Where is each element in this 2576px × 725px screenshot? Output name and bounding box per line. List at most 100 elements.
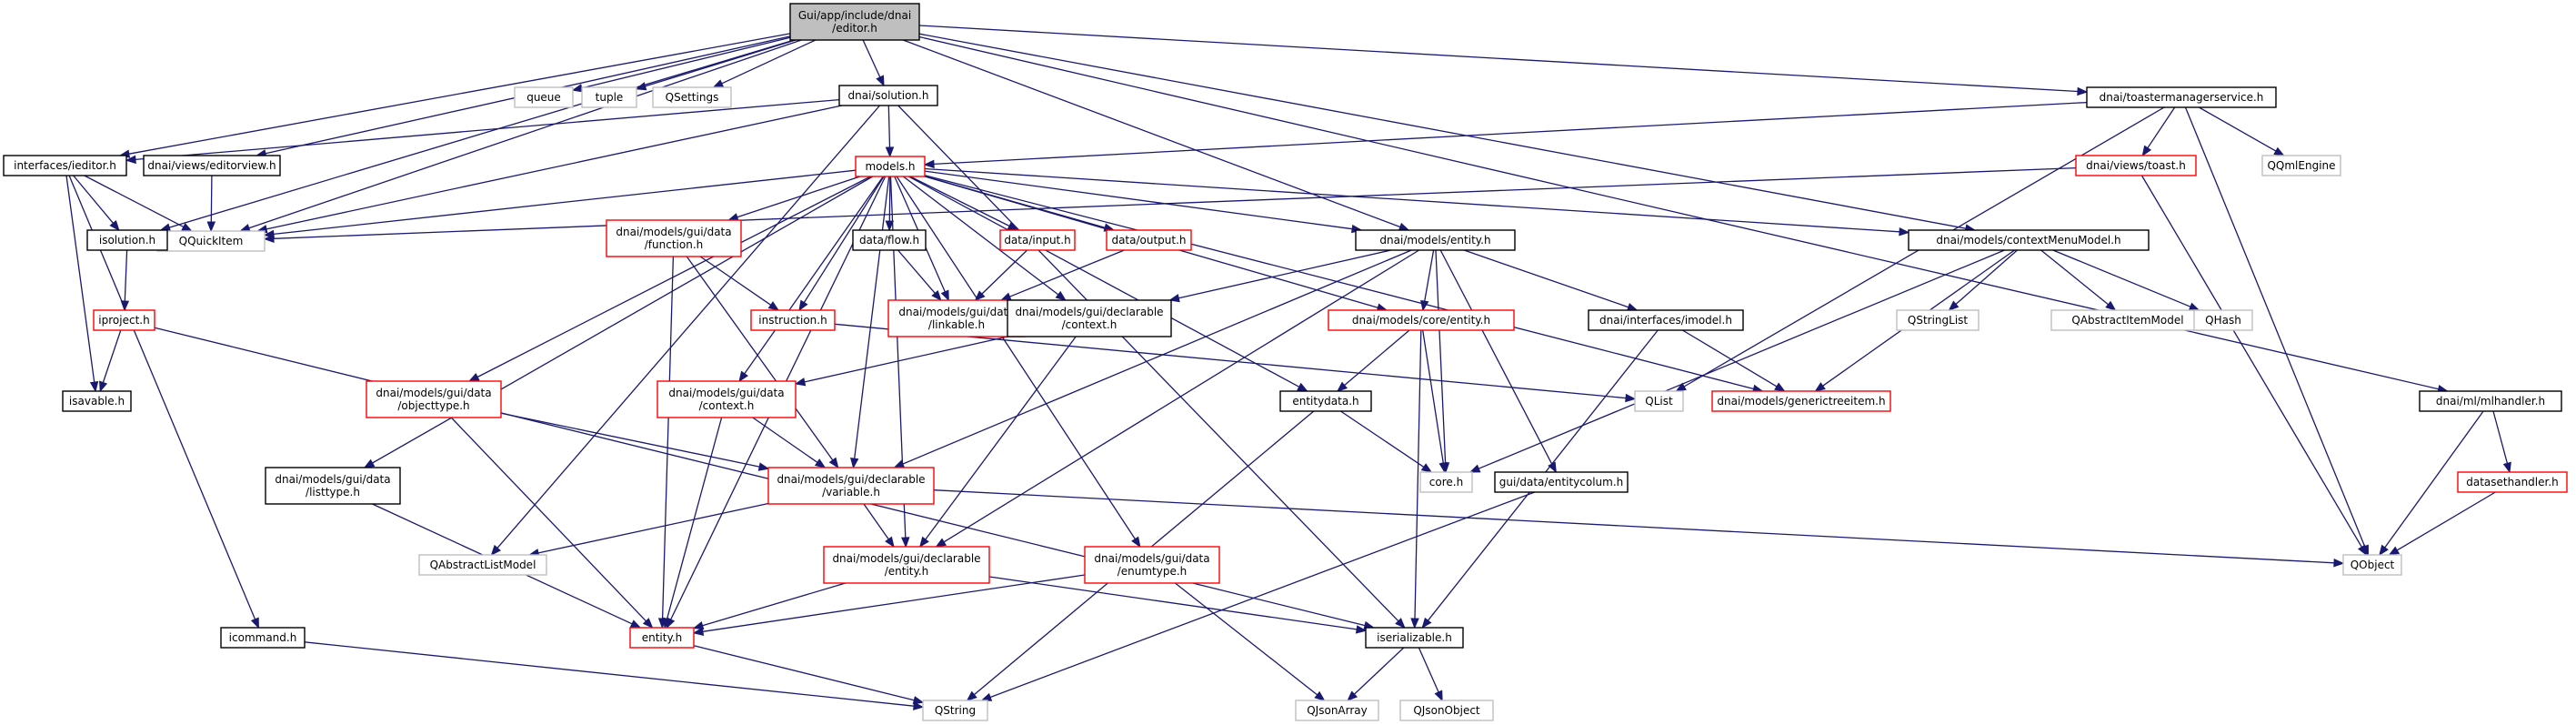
node-label: entitydata.h [1292, 395, 1358, 408]
node-datactx[interactable]: dnai/models/gui/data/context.h [657, 380, 797, 418]
edge-flow-to-linkable [897, 249, 942, 302]
edge-line [450, 417, 647, 622]
node-ctxmenu[interactable]: dnai/models/contextMenuModel.h [1908, 229, 2150, 251]
node-editor[interactable]: Gui/app/include/dnai/editor.h [789, 3, 920, 41]
node-label: data/output.h [1111, 234, 1186, 247]
edge-line [1463, 249, 1629, 308]
node-declvar[interactable]: dnai/models/gui/declarable/variable.h [767, 467, 935, 505]
edge-arrowhead [901, 537, 910, 549]
edge-enumtype-to-entityh [692, 574, 1086, 636]
node-objecttype[interactable]: dnai/models/gui/data/objecttype.h [366, 380, 502, 418]
edge-entityh-to-qstring [693, 645, 925, 705]
node-icommand[interactable]: icommand.h [220, 627, 306, 649]
node-box [2342, 554, 2402, 576]
edge-line [73, 175, 114, 224]
edge-arrowhead [89, 381, 99, 393]
edge-arrowhead [629, 619, 642, 629]
node-editorview[interactable]: dnai/views/editorview.h [143, 155, 281, 176]
edge-mlhandler-to-qobject [2379, 410, 2484, 557]
edge-arrowhead [767, 301, 780, 311]
node-instruction[interactable]: instruction.h [750, 309, 836, 331]
node-label: QList [1645, 395, 1673, 408]
edge-mentity-to-entitycolum [1439, 249, 1557, 474]
node-entitydata[interactable]: entitydata.h [1279, 390, 1372, 412]
node-listtype[interactable]: dnai/models/gui/data/listtype.h [265, 467, 401, 505]
node-enumtype[interactable]: dnai/models/gui/data/enumtype.h [1084, 546, 1220, 584]
edge-line [1439, 249, 1553, 465]
node-input[interactable]: data/input.h [999, 229, 1076, 251]
node-generic[interactable]: dnai/models/generictreeitem.h [1711, 390, 1891, 412]
node-coreentity[interactable]: dnai/models/core/entity.h [1328, 309, 1515, 331]
edge-arrowhead [206, 221, 216, 233]
node-imodel[interactable]: dnai/interfaces/imodel.h [1588, 309, 1744, 331]
edge-line [897, 105, 1399, 622]
node-declentity[interactable]: dnai/models/gui/declarable/entity.h [823, 546, 990, 584]
edge-arrowhead [1814, 382, 1826, 392]
node-output[interactable]: data/output.h [1106, 229, 1192, 251]
node-flow[interactable]: data/flow.h [852, 229, 927, 251]
edge-arrowhead [692, 621, 705, 630]
node-mlhandler[interactable]: dnai/ml/mlhandler.h [2419, 390, 2562, 412]
edge-line [908, 176, 1300, 388]
edge-line [902, 39, 1401, 228]
edge-arrowhead [1168, 294, 1180, 303]
edge-arrowhead [2358, 544, 2368, 557]
edge-arrowhead [263, 229, 275, 239]
edge-models-to-generic [924, 175, 1764, 393]
node-isavable[interactable]: isavable.h [62, 390, 132, 412]
edge-coreentity-to-entitydata [1336, 329, 1410, 392]
edge-arrowhead [181, 223, 193, 232]
edge-declentity-to-entityh [692, 582, 846, 630]
edge-line [135, 98, 840, 161]
node-solution[interactable]: dnai/solution.h [838, 85, 938, 106]
node-datasethandler[interactable]: datasethandler.h [2457, 471, 2568, 493]
node-isolution[interactable]: isolution.h [86, 229, 168, 251]
node-tuple: tuple [581, 86, 637, 108]
edge-arrowhead [966, 690, 977, 701]
edge-models-to-ctxmenu [924, 167, 1910, 237]
node-linkable[interactable]: dnai/models/gui/data/linkable.h [887, 299, 1026, 337]
edge-arrowhead [814, 458, 827, 468]
node-label: /context.h [699, 399, 755, 412]
node-entityh[interactable]: entity.h [629, 627, 695, 649]
node-label: dnai/models/gui/data [1094, 552, 1209, 565]
node-box [887, 299, 1026, 337]
edge-arrowhead [363, 458, 376, 468]
node-label: entity.h [642, 631, 683, 644]
edge-line [1422, 329, 1444, 464]
edge-arrowhead [1355, 625, 1368, 634]
node-declctx[interactable]: dnai/models/gui/declarable/context.h [1007, 299, 1172, 337]
edge-editor-to-qquickitem [239, 39, 802, 233]
node-label: QQuickItem [179, 235, 244, 247]
node-iproject[interactable]: iproject.h [93, 309, 155, 331]
node-box [1908, 229, 2150, 251]
edge-line [2396, 491, 2496, 551]
edge-line [924, 175, 1754, 390]
edge-arrowhead [2105, 300, 2117, 311]
edge-models-to-declctx [903, 176, 1067, 301]
node-entitycolum[interactable]: gui/data/entitycolum.h [1494, 471, 1629, 493]
edge-line [903, 176, 1059, 296]
edge-solution-to-ieditor [125, 98, 840, 165]
edge-arrowhead [931, 289, 942, 302]
edge-line [1340, 410, 1425, 468]
edge-arrowhead [1410, 618, 1419, 629]
edge-line [752, 417, 818, 463]
node-label: dnai/models/gui/data [898, 306, 1014, 318]
node-mentity[interactable]: dnai/models/entity.h [1355, 229, 1516, 251]
node-function[interactable]: dnai/models/gui/data/function.h [606, 219, 742, 257]
node-toast[interactable]: dnai/views/toast.h [2075, 155, 2197, 176]
edge-line [1424, 249, 1435, 302]
node-models[interactable]: models.h [855, 156, 926, 177]
edge-arrowhead [2188, 302, 2200, 311]
edge-editorview-to-qquickitem [206, 175, 216, 233]
node-label: isolution.h [99, 234, 155, 247]
node-label: dnai/models/gui/data [616, 226, 731, 238]
node-iserializable[interactable]: iserializable.h [1365, 627, 1464, 649]
node-ieditor[interactable]: interfaces/ieditor.h [3, 155, 127, 176]
node-box [220, 627, 306, 649]
edge-models-to-declvar [850, 176, 890, 469]
edge-arrowhead [798, 299, 808, 312]
edge-models-to-function [727, 176, 861, 222]
node-toaster[interactable]: dnai/toastermanagerservice.h [2086, 86, 2277, 108]
